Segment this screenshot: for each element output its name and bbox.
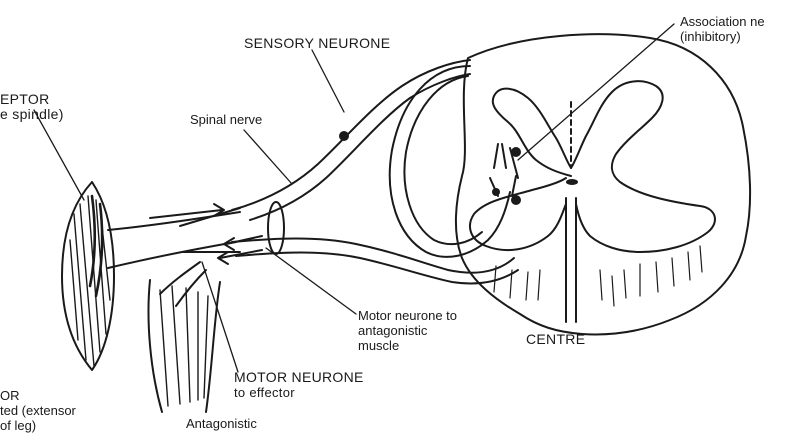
label-association-neurone: Association ne (inhibitory) — [680, 14, 765, 44]
median-fissure — [566, 198, 576, 322]
pointer-motor-antagonistic — [266, 248, 356, 314]
arrow-outward-1 — [224, 236, 262, 250]
antagonistic-striations — [160, 286, 208, 406]
label-centre: CENTRE — [526, 332, 585, 347]
pointer-receptor — [34, 110, 84, 200]
label-antagonistic: Antagonistic — [186, 416, 257, 431]
dorsal-root-inner — [250, 74, 470, 220]
label-effector: OR ted (extensor of leg) — [0, 388, 76, 433]
pointer-sensory — [312, 50, 344, 112]
dorsal-root-outer — [232, 60, 470, 210]
central-canal — [566, 179, 578, 185]
label-motor-neurone-antagonistic: Motor neurone to antagonistic muscle — [358, 308, 457, 353]
ventral-root-outer — [232, 239, 514, 273]
association-cell-body — [511, 147, 521, 157]
sensory-loop — [390, 66, 510, 257]
label-receptor: EPTOR e spindle) — [0, 92, 64, 122]
spinal-cord-outline — [456, 34, 750, 334]
receptor-muscle — [62, 182, 114, 370]
nerve-to-antagonist — [160, 262, 206, 306]
white-matter-hatch — [494, 246, 702, 306]
pointer-association — [518, 24, 674, 160]
label-motor-neurone-effector: MOTOR NEURONE to effector — [234, 370, 364, 400]
label-sensory-neurone: SENSORY NEURONE — [244, 36, 390, 51]
pointer-spinal — [244, 130, 292, 184]
motor-cell-body — [511, 195, 521, 205]
interneuron-dot — [492, 188, 500, 196]
sensory-cell-body — [339, 131, 349, 141]
antagonistic-muscle — [149, 280, 221, 412]
label-spinal-nerve: Spinal nerve — [190, 112, 262, 127]
